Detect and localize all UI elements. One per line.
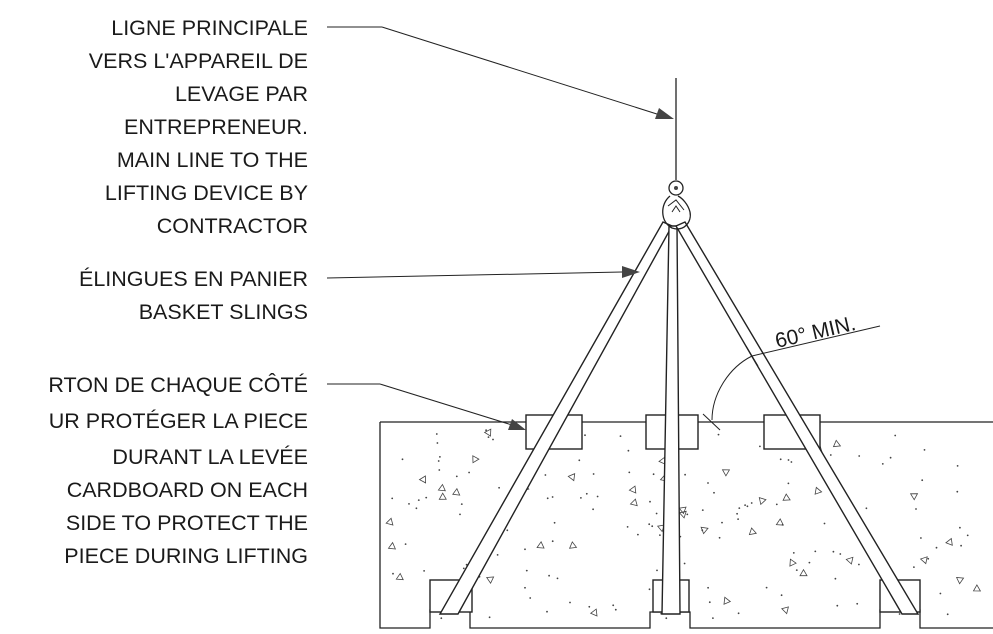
leader-slings [326, 266, 640, 279]
leader-main-line [327, 26, 674, 119]
label-slings: ÉLINGUES EN PANIER BASKET SLINGS [79, 266, 308, 324]
label-cardboard-1: RTON DE CHAQUE CÔTÉ [48, 372, 308, 397]
sling-right [675, 221, 920, 615]
arrowhead-cardboard [508, 419, 526, 430]
label-main-line: LIGNE PRINCIPALE VERS L'APPAREIL DE LEVA… [89, 16, 308, 238]
arrowhead-main-line [655, 108, 674, 119]
lifting-hook [662, 78, 691, 230]
label-cardboard-3: DURANT LA LEVÉE [112, 444, 308, 469]
label-cardboard-4: CARDBOARD ON EACH [67, 478, 308, 502]
label-cardboard-5: SIDE TO PROTECT THE [66, 511, 308, 535]
sling-center [661, 225, 681, 615]
label-main-line-1: LIGNE PRINCIPALE [111, 16, 308, 40]
leader-cardboard [327, 383, 526, 430]
angle-note: 60° MIN. [773, 312, 858, 353]
label-cardboard-6: PIECE DURING LIFTING [64, 544, 308, 568]
label-main-line-6: LIFTING DEVICE BY [105, 181, 308, 205]
label-cardboard-2: UR PROTÉGER LA PIECE [49, 408, 308, 433]
label-cardboard: RTON DE CHAQUE CÔTÉ UR PROTÉGER LA PIECE… [48, 372, 308, 568]
label-main-line-5: MAIN LINE TO THE [117, 148, 308, 172]
basket-slings [438, 221, 920, 615]
label-main-line-3: LEVAGE PAR [175, 82, 308, 106]
label-main-line-7: CONTRACTOR [157, 214, 308, 238]
label-main-line-4: ENTREPRENEUR. [124, 115, 308, 139]
label-slings-2: BASKET SLINGS [139, 300, 308, 324]
sling-left [438, 221, 673, 615]
label-main-line-2: VERS L'APPAREIL DE [89, 49, 308, 73]
arrowhead-slings [622, 266, 640, 278]
label-slings-1: ÉLINGUES EN PANIER [79, 266, 308, 291]
